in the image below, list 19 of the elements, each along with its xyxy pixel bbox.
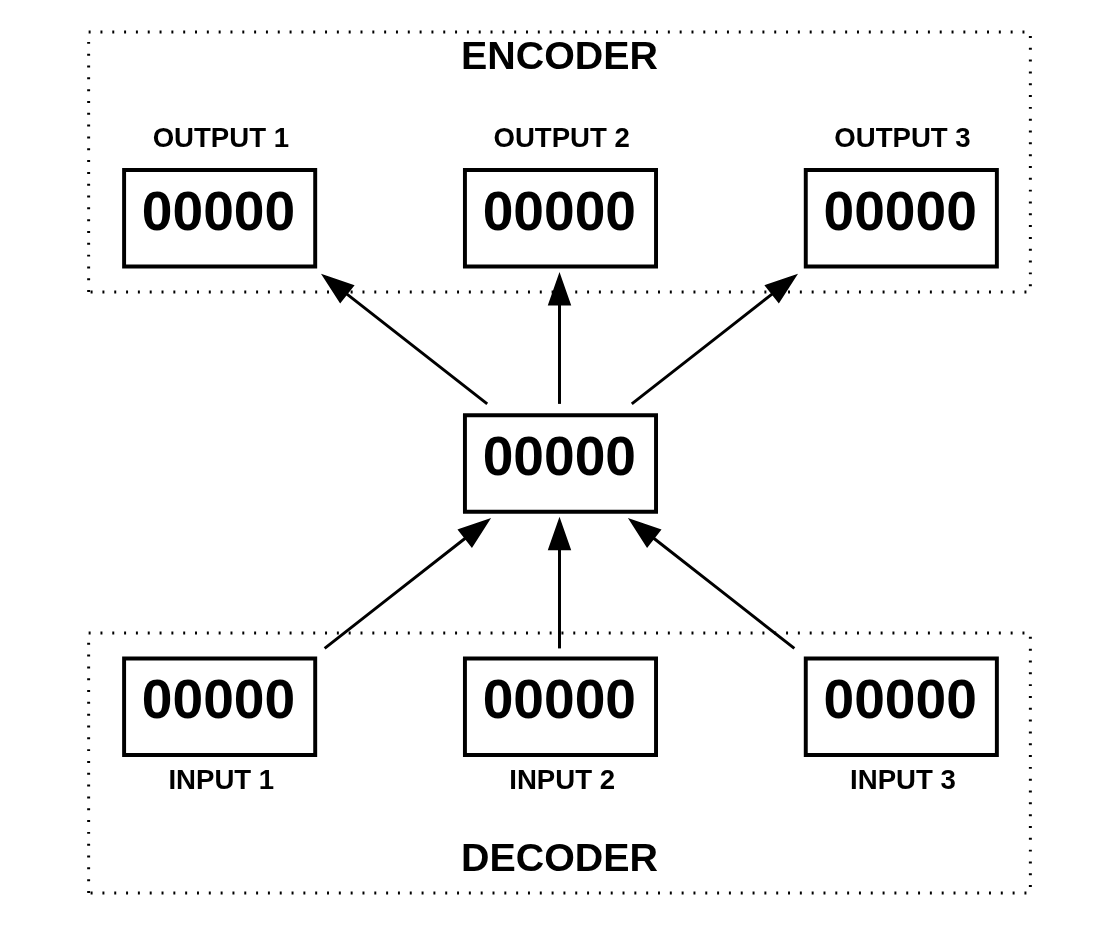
node-box: 00000	[462, 413, 658, 514]
node-box: 00000	[121, 656, 317, 758]
node-box: 00000	[462, 656, 658, 758]
node-label: INPUT 3	[849, 763, 956, 795]
arrow	[547, 271, 571, 404]
node-label: INPUT 1	[167, 763, 274, 795]
arrow	[323, 518, 491, 650]
node-label: INPUT 2	[508, 763, 615, 795]
node-label: OUTPUT 2	[493, 121, 630, 153]
arrow	[627, 518, 795, 650]
arrow	[320, 273, 488, 406]
arrow	[630, 273, 798, 406]
node-label: OUTPUT 3	[833, 121, 971, 153]
arrow	[547, 516, 571, 649]
node-box: 00000	[803, 167, 999, 269]
node-label: OUTPUT 1	[152, 121, 289, 153]
node-box: 00000	[462, 167, 658, 269]
node-box: 00000	[121, 167, 317, 269]
node-box: 00000	[803, 656, 999, 758]
